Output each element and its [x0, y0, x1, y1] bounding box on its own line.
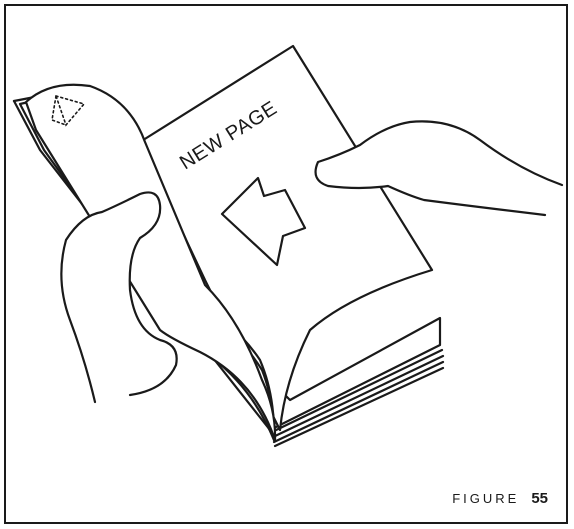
figure-caption-label: FIGURE: [452, 491, 519, 506]
figure-caption: FIGURE 55: [452, 490, 548, 507]
figure-caption-number: 55: [531, 490, 548, 507]
